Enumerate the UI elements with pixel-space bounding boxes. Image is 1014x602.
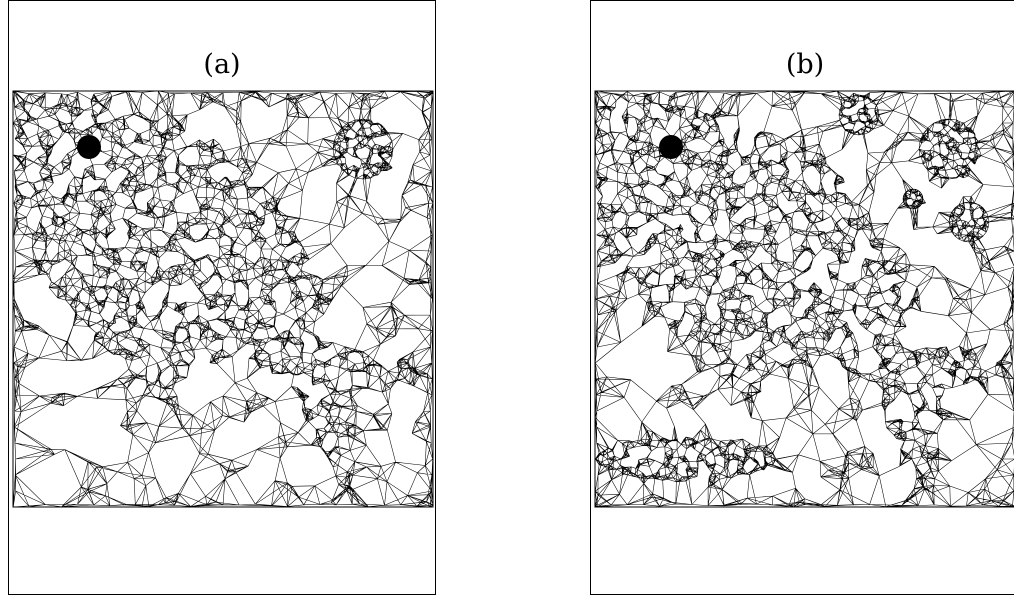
panel-a: (a) bbox=[8, 0, 436, 595]
mesh-edges bbox=[594, 90, 1014, 508]
mesh-a bbox=[9, 87, 435, 511]
panel-a-label: (a) bbox=[203, 49, 241, 80]
mesh-boundary bbox=[594, 90, 1014, 508]
fish-mesh-b-graphic bbox=[594, 90, 1014, 508]
fish-eye bbox=[77, 135, 101, 159]
fish-eye bbox=[659, 135, 683, 159]
mesh-b bbox=[591, 87, 1014, 511]
fish-mesh-a-graphic bbox=[12, 90, 434, 508]
panel-b: (b) bbox=[590, 0, 1014, 595]
panel-b-label: (b) bbox=[785, 49, 825, 80]
mesh-boundary bbox=[12, 90, 434, 508]
mesh-edges bbox=[12, 90, 434, 508]
